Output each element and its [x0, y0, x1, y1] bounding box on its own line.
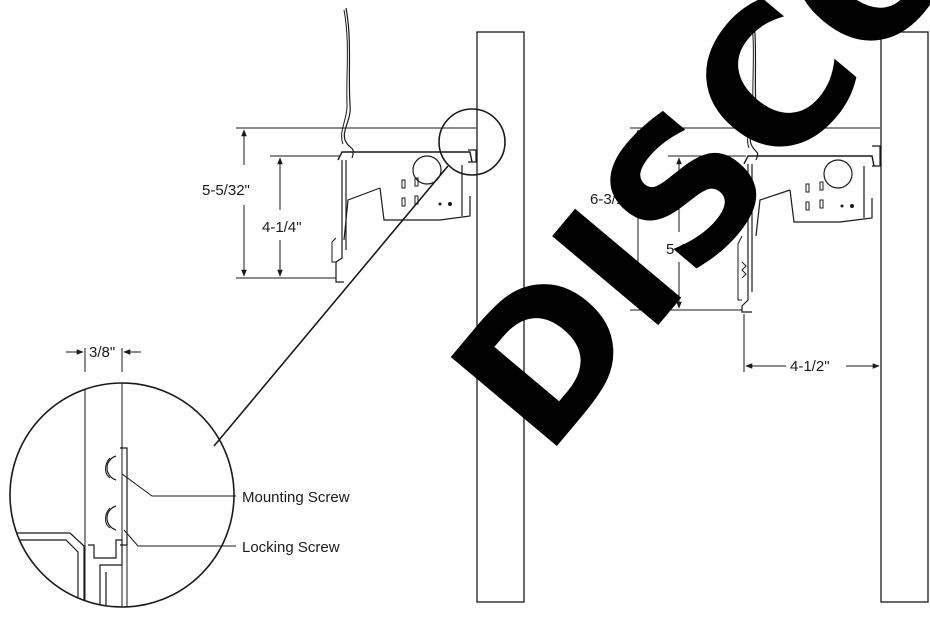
detail-leader-line: [213, 165, 449, 447]
detail-offset-label: 3/8": [89, 344, 115, 361]
right-wall: [880, 31, 929, 603]
right-hanger-wire: [749, 7, 759, 161]
left-hanger-wire: [343, 7, 354, 159]
right-depth-label: 4-1/2": [790, 358, 830, 375]
locking-screw-label: Locking Screw: [242, 539, 340, 556]
detail-callout-circle: [438, 108, 506, 176]
right-inner-height-label: 5-1/4": [666, 241, 706, 258]
right-fixture: [737, 145, 881, 313]
right-view: 6-3/16" 5-1/4" 4-1/2": [590, 7, 929, 603]
right-overall-height-label: 6-3/16": [590, 191, 638, 208]
mounting-screw-label: Mounting Screw: [242, 489, 350, 506]
left-view: 5-5/32" 4-1/4": [202, 7, 525, 603]
detail-view: 3/8" Mounting Screw Locking Screw: [9, 344, 350, 608]
left-wall: [476, 31, 525, 603]
left-overall-height-label: 5-5/32": [202, 182, 250, 199]
left-inner-height-label: 4-1/4": [262, 219, 302, 236]
